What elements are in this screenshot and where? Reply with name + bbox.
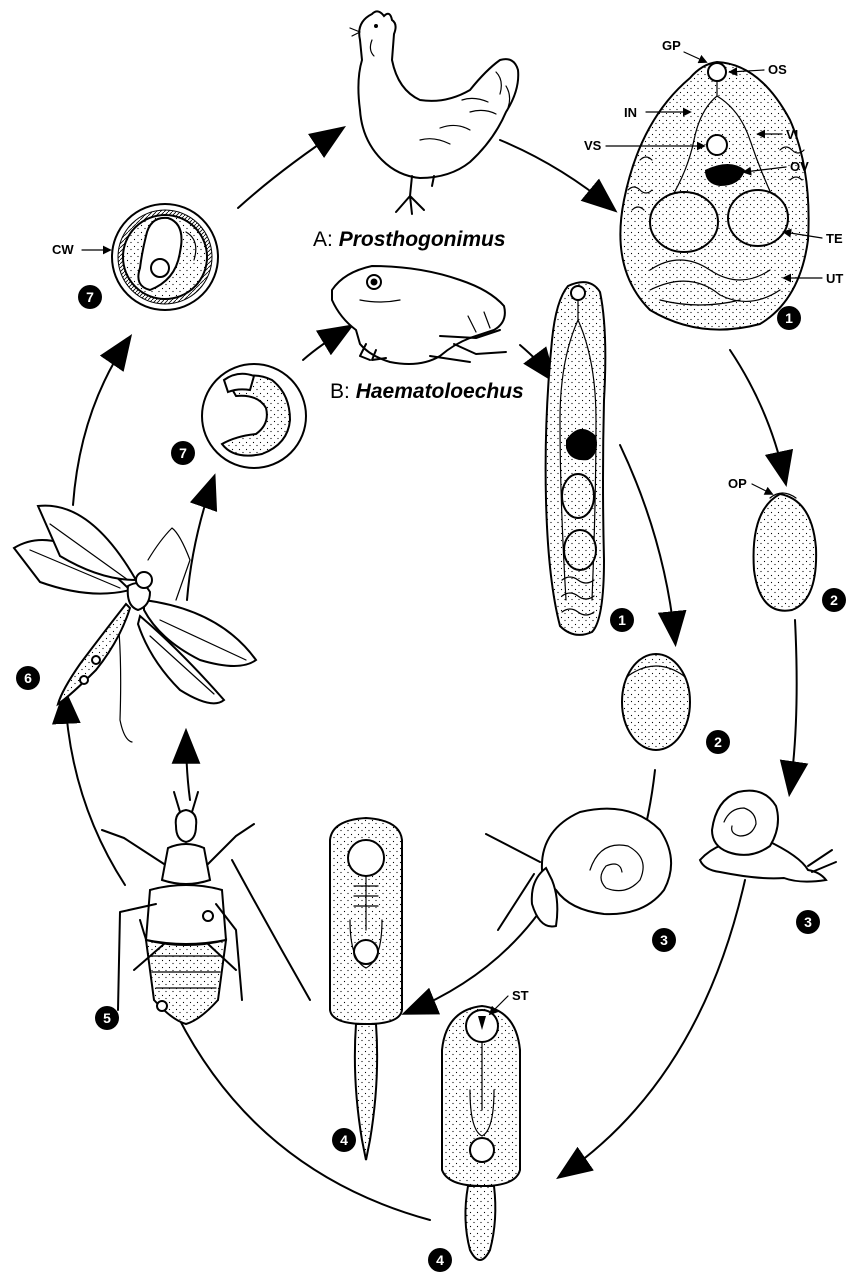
dragonfly-adult: 6	[14, 506, 256, 742]
stage-5-number: 5	[103, 1010, 111, 1026]
testis-b-1	[562, 474, 594, 518]
stage-4-number-a: 4	[436, 1252, 444, 1268]
testis-b-2	[564, 530, 596, 570]
stage-1-number-a: 1	[785, 310, 793, 326]
label-gp: GP	[662, 38, 681, 53]
cercaria-prosthogonimus: ST 4	[428, 988, 529, 1272]
arrow-nymph-to-dragonfly-b	[186, 735, 190, 800]
title-a-prefix: A:	[313, 228, 339, 251]
testis-left	[650, 192, 718, 252]
arrow-nymph-to-dragonfly-a	[65, 695, 125, 885]
oral-sucker	[708, 63, 726, 81]
label-cw: CW	[52, 242, 74, 257]
hen-illustration	[350, 11, 518, 214]
metacercaria-cyst-haematoloechus: 7	[171, 364, 306, 468]
label-ut: UT	[826, 271, 843, 286]
stage-7-number-a: 7	[86, 289, 94, 305]
adult-haematoloechus: 1	[546, 282, 634, 635]
label-vi: VI	[786, 127, 798, 142]
stage-4-number-b: 4	[340, 1132, 348, 1148]
egg-prosthogonimus: OP 2	[728, 476, 846, 612]
label-st: ST	[512, 988, 529, 1003]
arrow-adult-a-to-egg-a	[730, 350, 785, 480]
snail-haematoloechus: 3	[486, 809, 676, 952]
arrow-frog-to-adult-b	[520, 345, 552, 378]
arrow-cyst-b-to-frog	[303, 328, 348, 360]
arrow-dragonfly-to-cyst-b	[187, 480, 213, 600]
arrow-egg-a-to-snail-a	[790, 620, 797, 790]
label-ov: OV	[790, 159, 809, 174]
oral-sucker-c	[348, 840, 384, 876]
label-op: OP	[728, 476, 747, 491]
oral-sucker-b	[571, 286, 585, 300]
metacercaria-cyst-prosthogonimus: CW 7	[52, 204, 218, 310]
egg-haematoloechus: 2	[622, 654, 730, 754]
stage-6-number: 6	[24, 670, 32, 686]
stage-3-number-b: 3	[660, 932, 668, 948]
snail-prosthogonimus: 3	[700, 791, 836, 934]
ventral-sucker-d	[470, 1138, 494, 1162]
title-a: A: Prosthogonimus	[313, 228, 506, 251]
dragonfly-nymph: 5	[95, 792, 254, 1030]
stage-2-number-b: 2	[714, 734, 722, 750]
cercaria-haematoloechus: 4	[330, 818, 402, 1160]
label-te: TE	[826, 231, 843, 246]
title-a-genus: Prosthogonimus	[339, 228, 506, 251]
arrow-cercaria-b-to-nymph	[232, 860, 310, 1000]
stage-3-number-a: 3	[804, 914, 812, 930]
label-os: OS	[768, 62, 787, 77]
title-b-prefix: B:	[330, 380, 356, 403]
frog-illustration	[332, 266, 506, 364]
adult-prosthogonimus: 1	[620, 62, 808, 330]
ventral-sucker	[707, 135, 727, 155]
label-in: IN	[624, 105, 637, 120]
label-vs: VS	[584, 138, 602, 153]
arrow-dragonfly-to-cyst-a	[73, 340, 128, 505]
stage-7-number-b: 7	[179, 445, 187, 461]
arrow-snail-a-to-cercaria-a	[562, 880, 745, 1175]
title-b-genus: Haematoloechus	[356, 380, 524, 403]
arrow-cyst-to-hen	[238, 130, 340, 208]
testis-right	[728, 190, 788, 246]
title-b: B: Haematoloechus	[330, 380, 524, 403]
stage-1-number-b: 1	[618, 612, 626, 628]
stage-2-number-a: 2	[830, 592, 838, 608]
